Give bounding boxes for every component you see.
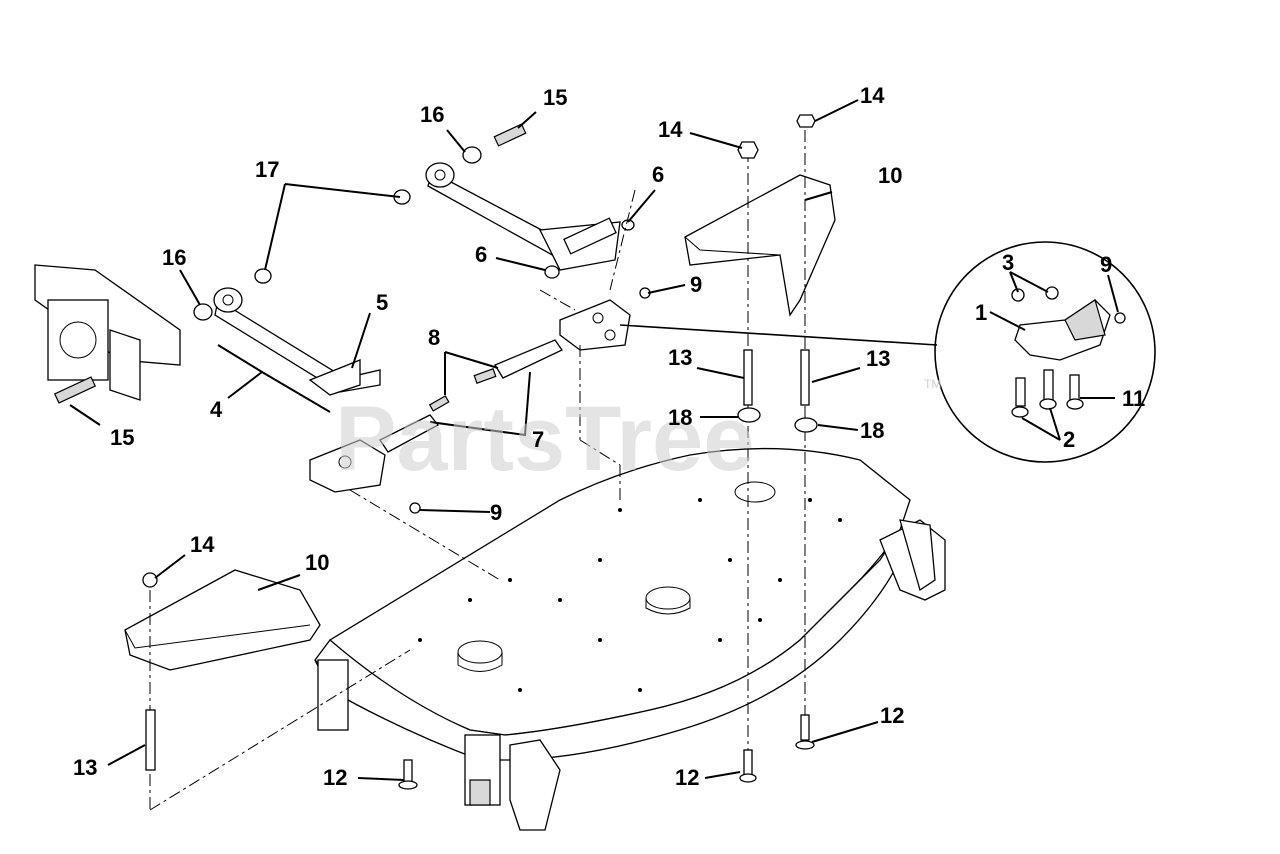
- link-rod-upper: [494, 339, 563, 379]
- callout-11: 11: [1122, 386, 1145, 411]
- callout-14-mid: 14: [658, 117, 683, 142]
- bushing-a: [563, 217, 617, 255]
- callout-2: 2: [1063, 427, 1075, 452]
- callout-12-mid: 12: [675, 765, 699, 790]
- callout-15-left: 15: [110, 425, 134, 450]
- callout-numbers: 15 16 17 6 6 9 16 5 8 4 7 15 9 10 14 14 …: [73, 83, 1145, 790]
- leader-lines: [69, 99, 1119, 781]
- callout-8: 8: [428, 325, 440, 350]
- callout-9-inset: 9: [1100, 252, 1112, 277]
- callout-12-right: 12: [880, 703, 904, 728]
- callout-13-mid: 13: [668, 345, 692, 370]
- washer-b: [794, 417, 818, 433]
- callout-7: 7: [532, 427, 544, 452]
- watermark-trademark: TM: [924, 377, 941, 391]
- pivot-bracket-front: [309, 439, 386, 493]
- pivot-bracket-rear: [559, 299, 631, 351]
- callout-18-right: 18: [860, 418, 884, 443]
- bushing-b: [544, 265, 560, 279]
- callout-6-top: 6: [652, 162, 664, 187]
- callout-1: 1: [975, 300, 987, 325]
- link-rod-lower: [379, 414, 439, 453]
- stud-left: [145, 709, 156, 771]
- callout-15-top: 15: [543, 85, 567, 110]
- callout-10-left: 10: [305, 550, 329, 575]
- callout-16-left: 16: [162, 245, 186, 270]
- hardware: [53, 123, 651, 514]
- callout-9-mid: 9: [490, 500, 502, 525]
- callout-6-mid: 6: [475, 242, 487, 267]
- assembly-lines: [149, 130, 806, 811]
- callout-18-left: 18: [668, 405, 692, 430]
- callout-10-right: 10: [878, 163, 902, 188]
- callout-5: 5: [376, 290, 388, 315]
- bolts-12: [398, 714, 815, 790]
- mower-deck: [314, 447, 946, 831]
- tractor-frame: [34, 264, 181, 401]
- stud-right-b: [800, 349, 810, 406]
- callout-14-left: 14: [190, 532, 215, 557]
- callout-17: 17: [255, 157, 279, 182]
- callout-9-top: 9: [690, 272, 702, 297]
- callout-16-top: 16: [420, 102, 444, 127]
- callout-13-left: 13: [73, 755, 97, 780]
- washer-a: [737, 407, 761, 423]
- callout-13-right: 13: [866, 346, 890, 371]
- watermark: PartsTree: [335, 388, 754, 490]
- callout-14-right: 14: [860, 83, 885, 108]
- nut-a: [737, 141, 759, 159]
- lift-arm-upper: [425, 162, 621, 271]
- callout-3: 3: [1002, 250, 1014, 275]
- cover-left: [124, 569, 321, 671]
- nut-c: [142, 572, 158, 588]
- nut-b: [796, 114, 816, 128]
- callout-4: 4: [210, 397, 223, 422]
- detail-inset: [934, 241, 1156, 463]
- cover-right: [684, 174, 836, 317]
- lift-arm-lower: [213, 287, 381, 396]
- callout-12-left: 12: [323, 765, 347, 790]
